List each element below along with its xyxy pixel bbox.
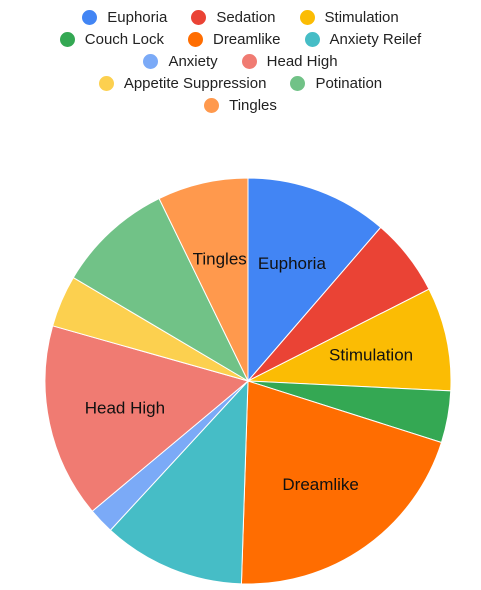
legend-swatch <box>191 9 207 25</box>
legend-item[interactable]: Potination <box>290 75 382 92</box>
slice-label: Head High <box>85 398 165 417</box>
pie-slice-euphoria[interactable] <box>247 177 382 383</box>
legend-label: Stimulation <box>324 8 399 26</box>
legend-label: Couch Lock <box>84 30 164 48</box>
legend-label: Anxiety <box>168 52 218 70</box>
legend-item[interactable]: Anxiety <box>143 52 218 70</box>
legend-item[interactable]: Anxiety Reilef <box>304 30 422 48</box>
legend-item[interactable]: Couch Lock <box>59 30 164 48</box>
legend-item[interactable]: Sedation <box>191 8 276 26</box>
legend-row: Couch Lock Dreamlike Anxiety Reilef <box>0 28 481 50</box>
legend-item[interactable]: Stimulation <box>299 8 399 26</box>
legend-item[interactable]: Tingles <box>204 97 277 114</box>
pie-slice-head-high[interactable] <box>44 325 250 512</box>
legend-label: Dreamlike <box>212 30 281 48</box>
legend-swatch <box>304 31 320 47</box>
legend-row: Anxiety Head High <box>0 50 481 72</box>
legend-label: Appetite Suppression <box>123 74 267 92</box>
legend-swatch <box>204 97 220 113</box>
legend-swatch <box>59 31 75 47</box>
legend-swatch <box>241 53 257 69</box>
legend-row: Appetite Suppression Potination <box>0 72 481 94</box>
pie-slice-tingles[interactable] <box>158 177 249 382</box>
legend-row: Tingles <box>0 94 481 116</box>
pie-slice-dreamlike[interactable] <box>240 380 443 585</box>
legend-label: Anxiety Reilef <box>329 30 422 48</box>
legend-label: Head High <box>266 52 338 70</box>
legend-swatch <box>98 75 114 91</box>
legend-row: Euphoria Sedation Stimulation <box>0 6 481 28</box>
legend-swatch <box>187 31 203 47</box>
pie-slice-potination[interactable] <box>72 197 250 383</box>
slice-label: Dreamlike <box>282 475 359 494</box>
legend-swatch <box>290 75 306 91</box>
legend-label: Potination <box>315 74 383 92</box>
legend-swatch <box>299 9 315 25</box>
legend-item[interactable]: Appetite Suppression <box>98 74 267 92</box>
pie-slice-anxiety-reilef[interactable] <box>109 379 249 585</box>
pie-slice-stimulation[interactable] <box>246 288 452 392</box>
legend-label: Tingles <box>229 96 277 114</box>
legend-item[interactable]: Euphoria <box>82 9 167 26</box>
legend-swatch <box>82 9 98 25</box>
slice-label: Stimulation <box>329 346 413 365</box>
slice-label: Tingles <box>193 249 247 268</box>
legend-item[interactable]: Dreamlike <box>187 30 281 48</box>
legend-label: Sedation <box>216 8 276 26</box>
legend-item[interactable]: Head High <box>241 52 338 70</box>
slice-label: Euphoria <box>258 254 327 273</box>
legend-label: Euphoria <box>107 8 168 26</box>
legend-swatch <box>143 53 159 69</box>
